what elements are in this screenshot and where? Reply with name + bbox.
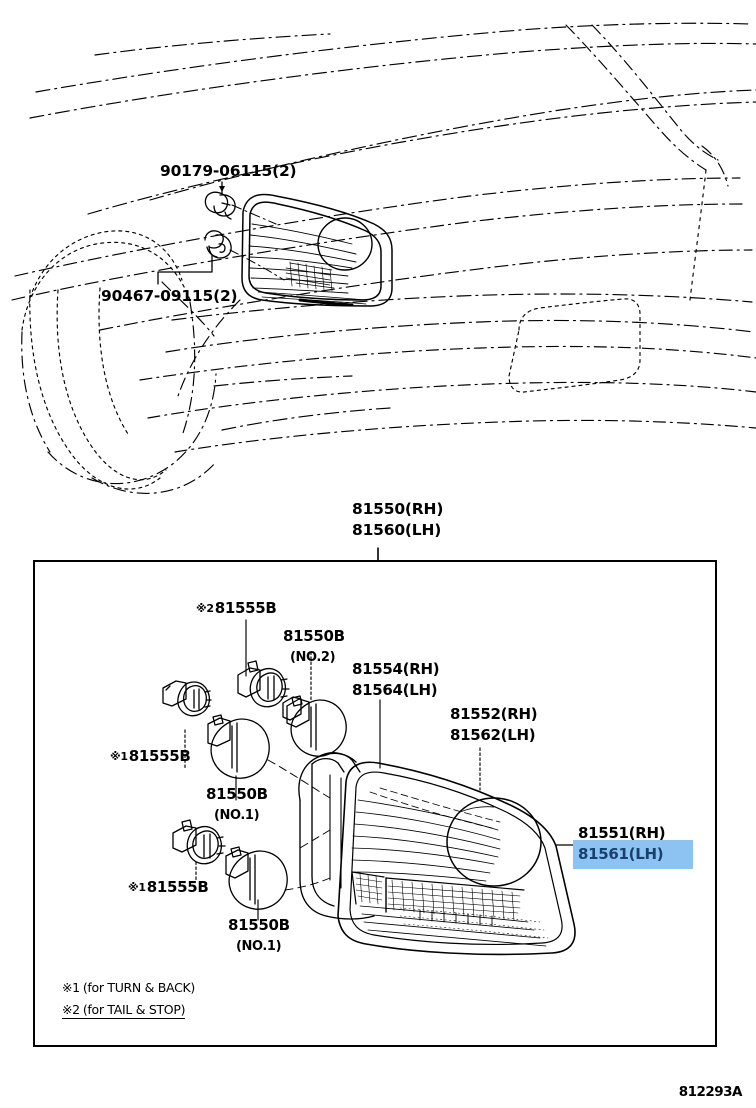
label-socket-81555B-no2-text: 81555B [214,599,277,617]
label-socket-81555B-upper: ※181555B [110,749,191,764]
footnote-2-text: (for TAIL & STOP) [82,1002,186,1017]
footnote-1-text: (for TURN & BACK) [82,980,195,995]
label-bulb-81550B-no2-sub: (NO.2) [290,650,336,665]
label-cord-81562-lh: 81562(LH) [450,726,536,744]
label-lamp-81554-rh: 81554(RH) [352,660,440,678]
footnote-1-marker: ※1 [62,980,80,995]
label-bulb-81550B-no1-lower-sub: (NO.1) [236,939,282,954]
assembly-title-lh: 81560(LH) [352,521,442,539]
footnote-1: ※1(for TURN & BACK) [62,980,195,995]
callout-clip-90467: 90467-09115(2) [101,287,238,305]
label-lens-81561-lh[interactable]: 81561(LH) [578,845,664,863]
label-socket-81555B-no2: ※281555B [196,601,277,616]
label-bulb-81550B-no1-upper: 81550B [206,785,268,803]
diagram-code: 812293A [678,1084,743,1100]
label-lens-81551-rh: 81551(RH) [578,824,666,842]
footnote-2: ※2(for TAIL & STOP) [62,1002,185,1019]
label-socket-81555B-lower-text: 81555B [146,878,209,896]
footnote-2-marker: ※2 [62,1002,80,1017]
label-bulb-81550B-no1-upper-sub: (NO.1) [214,808,260,823]
label-bulb-81550B-no2: 81550B [283,627,345,645]
label-cord-81552-rh: 81552(RH) [450,705,538,723]
label-bulb-81550B-no1-lower: 81550B [228,916,290,934]
callout-screw-90179: 90179-06115(2) [160,162,297,180]
assembly-panel-border [33,560,717,1047]
assembly-title-rh: 81550(RH) [352,500,444,518]
label-socket-81555B-upper-text: 81555B [128,747,191,765]
footnote-marker-2: ※2 [196,602,214,615]
label-socket-81555B-lower: ※181555B [128,880,209,895]
footnote-marker-1-lower: ※1 [128,881,146,894]
footnote-marker-1-upper: ※1 [110,750,128,763]
label-lamp-81564-lh: 81564(LH) [352,681,438,699]
selection-highlight [573,840,693,869]
